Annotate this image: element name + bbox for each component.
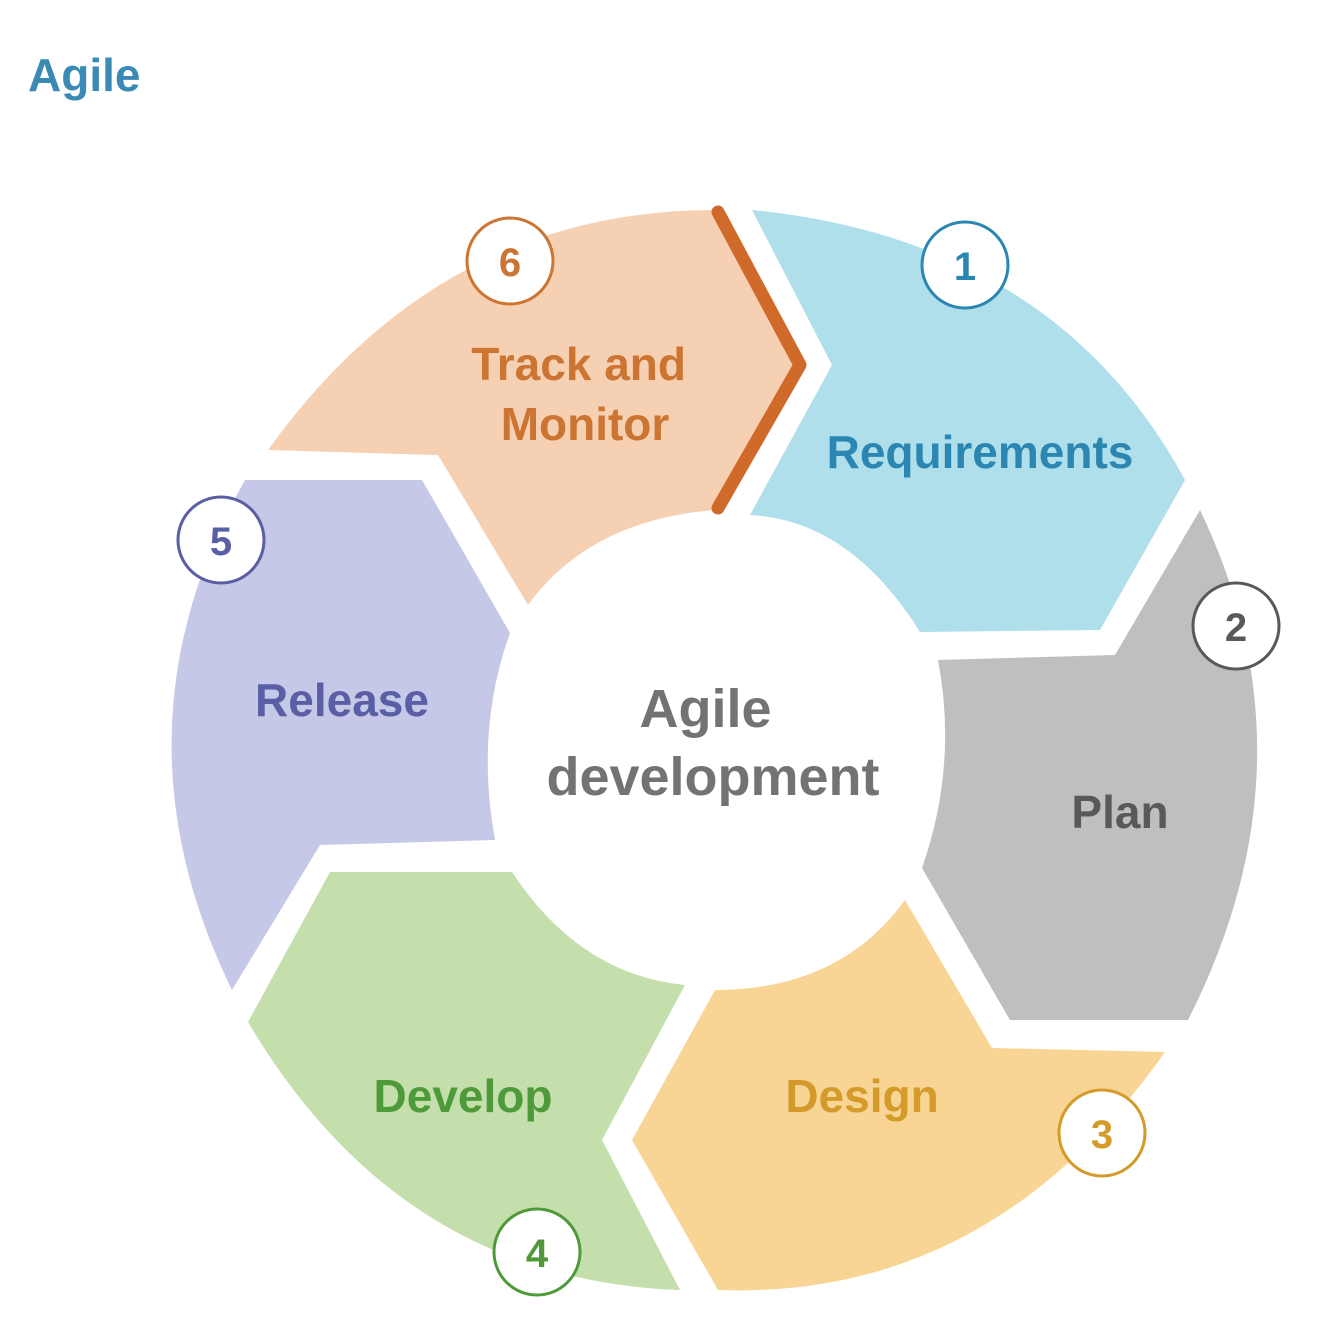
stage-requirements-segment [750, 210, 1185, 632]
stage-design[interactable]: Design [632, 900, 1165, 1291]
stage-plan[interactable]: Plan [922, 510, 1258, 1020]
center-label-line2: development [546, 747, 879, 807]
stage-plan-label: Plan [1071, 786, 1168, 838]
stage-track-label-line2: Monitor [501, 398, 670, 450]
stage-track-label-line1: Track and [471, 338, 686, 390]
stage-4-number: 4 [526, 1232, 549, 1276]
center-label-line1: Agile [639, 679, 771, 739]
stage-3-badge: 3 [1057, 1088, 1147, 1178]
track-arrow-accent [711, 205, 807, 515]
stage-1-number: 1 [954, 245, 976, 289]
stage-release-segment [171, 480, 510, 990]
stage-develop-segment [248, 872, 685, 1290]
stage-requirements-label: Requirements [827, 426, 1134, 478]
stage-3-number: 3 [1091, 1113, 1113, 1157]
center-hub: Agile development [546, 679, 879, 807]
stage-design-segment [632, 900, 1165, 1291]
stage-develop-label: Develop [374, 1070, 553, 1122]
stage-design-label: Design [785, 1070, 938, 1122]
stage-release[interactable]: Release [171, 480, 510, 990]
stage-2-number: 2 [1225, 606, 1247, 650]
stage-6-number: 6 [499, 241, 521, 285]
stage-track-label: Track and Monitor [471, 338, 699, 450]
stage-track-segment [268, 210, 800, 605]
page-title: Agile [28, 49, 141, 101]
stage-release-label: Release [255, 674, 429, 726]
stage-requirements[interactable]: Requirements [750, 210, 1185, 632]
stage-4-badge: 4 [492, 1207, 582, 1297]
stage-2-badge: 2 [1191, 581, 1281, 671]
stage-6-badge: 6 [465, 216, 555, 306]
stage-track-and-monitor[interactable]: Track and Monitor [268, 205, 807, 605]
stage-5-badge: 5 [176, 495, 266, 585]
stage-plan-segment [922, 510, 1258, 1020]
center-label: Agile development [546, 679, 879, 807]
stage-1-badge: 1 [920, 220, 1010, 310]
stage-5-number: 5 [210, 520, 232, 564]
stage-develop[interactable]: Develop [248, 872, 685, 1290]
